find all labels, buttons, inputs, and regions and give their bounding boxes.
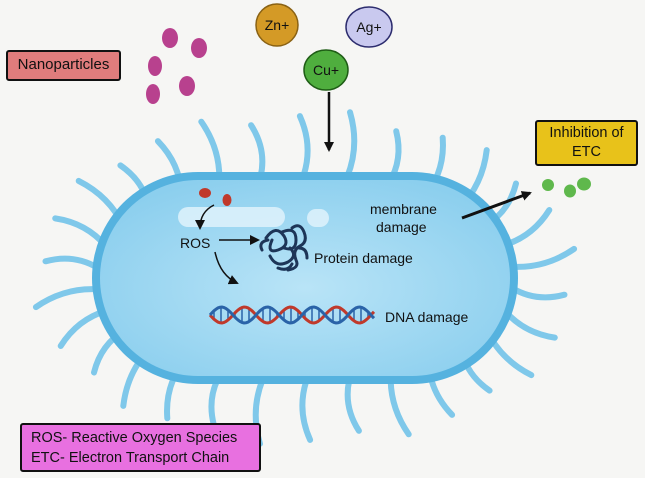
flagellum bbox=[248, 122, 266, 180]
cu-ion: Cu+ bbox=[303, 49, 349, 91]
dna-damage-label: DNA damage bbox=[385, 309, 468, 325]
etc-dots bbox=[542, 177, 591, 198]
flagellum bbox=[344, 109, 358, 180]
protein-tangle bbox=[259, 224, 309, 272]
flagellum bbox=[509, 245, 578, 270]
abbreviation-legend: ROS- Reactive Oxygen Species ETC- Electr… bbox=[20, 423, 261, 472]
cell-body bbox=[100, 180, 510, 376]
flagellum bbox=[296, 113, 311, 178]
membrane-damage-label-line2: damage bbox=[376, 219, 427, 235]
nanoparticles-label-box: Nanoparticles bbox=[6, 50, 121, 81]
etc-dot bbox=[577, 177, 591, 191]
flagellum bbox=[42, 255, 101, 271]
membrane-to-etc-arrow bbox=[461, 191, 532, 220]
cell-highlight bbox=[178, 207, 285, 227]
flagellum bbox=[344, 376, 362, 434]
legend-etc: ETC- Electron Transport Chain bbox=[31, 450, 230, 466]
zn-ion: Zn+ bbox=[255, 3, 299, 47]
nanoparticles-label: Nanoparticles bbox=[17, 56, 110, 73]
nanoparticle-dot bbox=[162, 28, 178, 48]
nanoparticle-dot bbox=[179, 76, 195, 96]
ros-formation-arrow bbox=[195, 204, 215, 230]
nanoparticle-dot bbox=[146, 84, 160, 104]
nanoparticle-dots bbox=[146, 28, 207, 104]
dna-helix bbox=[208, 305, 376, 325]
etc-dot bbox=[542, 179, 554, 191]
flagellum bbox=[509, 285, 568, 301]
flagellum bbox=[299, 378, 314, 443]
etc-dot bbox=[564, 184, 576, 198]
etc-inhibition-box: Inhibition of ETC bbox=[535, 120, 638, 166]
ros-dot bbox=[222, 194, 232, 206]
legend-ros: ROS- Reactive Oxygen Species bbox=[31, 430, 238, 446]
zn-ion-label: Zn+ bbox=[265, 17, 290, 33]
flagellum bbox=[32, 286, 101, 311]
cell-highlight-small bbox=[307, 209, 329, 227]
cu-ion-label: Cu+ bbox=[313, 62, 339, 78]
ag-ion: Ag+ bbox=[345, 6, 393, 48]
ros-to-dna-arrow bbox=[214, 251, 239, 285]
nanoparticle-dot bbox=[148, 56, 162, 76]
nanoparticle-dot bbox=[191, 38, 207, 58]
membrane-damage-label-line1: membrane bbox=[370, 201, 437, 217]
ros-label: ROS bbox=[180, 235, 210, 251]
etc-inhibition-line1: Inhibition of bbox=[549, 125, 624, 141]
protein-damage-label: Protein damage bbox=[314, 250, 413, 266]
ag-ion-label: Ag+ bbox=[356, 19, 381, 35]
etc-inhibition-line2: ETC bbox=[572, 144, 601, 160]
ros-dot bbox=[199, 188, 211, 198]
